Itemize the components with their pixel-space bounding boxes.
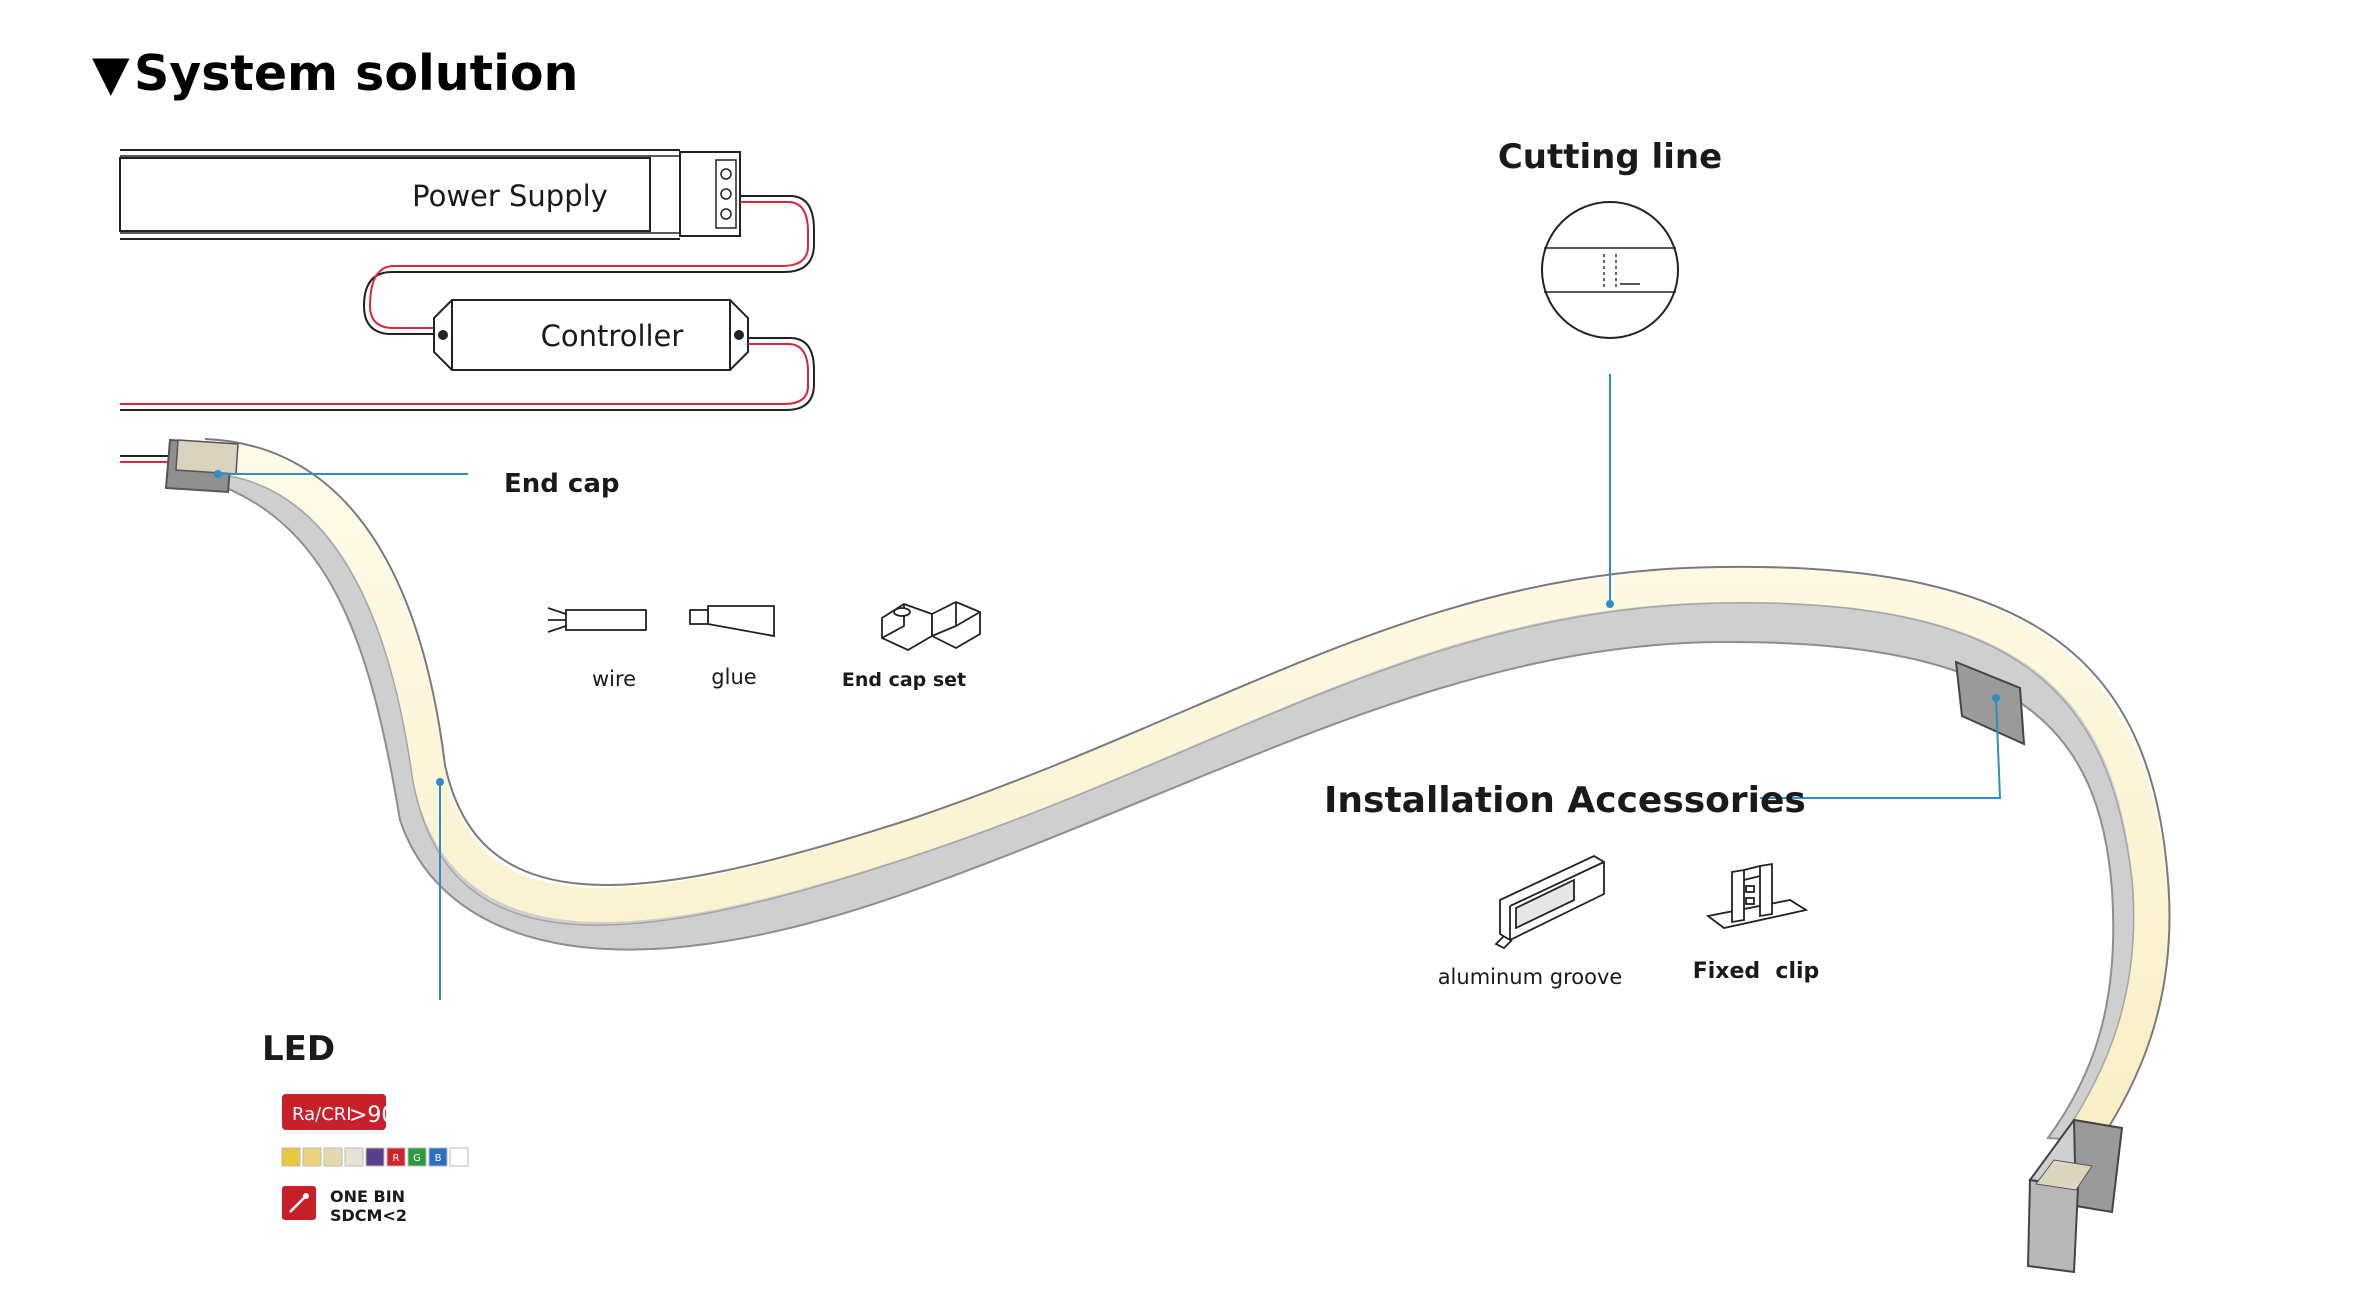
aluminum-groove-icon: [1494, 854, 1605, 950]
end-cap-set-label: End cap set: [842, 669, 966, 691]
led-strip: [164, 438, 2171, 1274]
strip-glow: [204, 439, 2169, 1150]
heading-marker: ▼: [92, 45, 130, 102]
controller: Controller: [433, 299, 749, 371]
wire-label: wire: [592, 667, 636, 691]
fixed-clip-icon: [1705, 862, 1809, 929]
end-cap-label: End cap: [504, 469, 620, 499]
wire-icon: [547, 607, 647, 633]
terminal-icon: [720, 208, 732, 220]
cutting-line-label: Cutting line: [1498, 137, 1722, 177]
terminal-icon: [720, 188, 732, 200]
cutting-line-zoom: [1541, 201, 1679, 339]
led-label: LED: [262, 1029, 335, 1069]
cri-value: >90: [349, 1103, 395, 1128]
aluminum-groove-label: aluminum groove: [1438, 965, 1623, 989]
color-chip: [323, 1147, 343, 1167]
color-chip: [281, 1147, 301, 1167]
terminal-icon: [720, 168, 732, 180]
end-cap-end: [2026, 1118, 2124, 1274]
red-wire: [368, 201, 809, 329]
color-chip: [386, 1147, 406, 1167]
color-chip-label: R: [393, 1153, 400, 1164]
color-chip: [428, 1147, 448, 1167]
end-cap-set-icon: [881, 601, 981, 652]
color-chip-label: G: [413, 1153, 421, 1164]
power-supply-label: Power Supply: [412, 179, 608, 213]
one-bin-text: ONE BIN: [330, 1187, 405, 1206]
color-chip: [449, 1147, 469, 1167]
controller-label: Controller: [541, 319, 684, 353]
fixed-clip-label: Fixed clip: [1693, 959, 1820, 984]
color-chip: [344, 1147, 364, 1167]
color-chip: [365, 1147, 385, 1167]
mounting-clip: [1954, 660, 2026, 746]
end-cap-start: [164, 438, 239, 494]
one-bin-badge: ONE BIN SDCM<2: [282, 1186, 407, 1225]
color-chip: [302, 1147, 322, 1167]
color-chip: [407, 1147, 427, 1167]
installation-accessories-label: Installation Accessories: [1324, 780, 1806, 821]
glue-label: glue: [711, 665, 756, 689]
page-title: System solution: [134, 45, 578, 102]
cri-badge: Ra/CRI >90: [282, 1094, 395, 1130]
color-chip-label: B: [435, 1153, 442, 1164]
power-supply: Power Supply: [119, 149, 741, 240]
cri-prefix: Ra/CRI: [292, 1104, 352, 1125]
glue-icon: [689, 605, 775, 638]
leader-lines: [218, 374, 2002, 1000]
sdcm-text: SDCM<2: [330, 1206, 407, 1225]
